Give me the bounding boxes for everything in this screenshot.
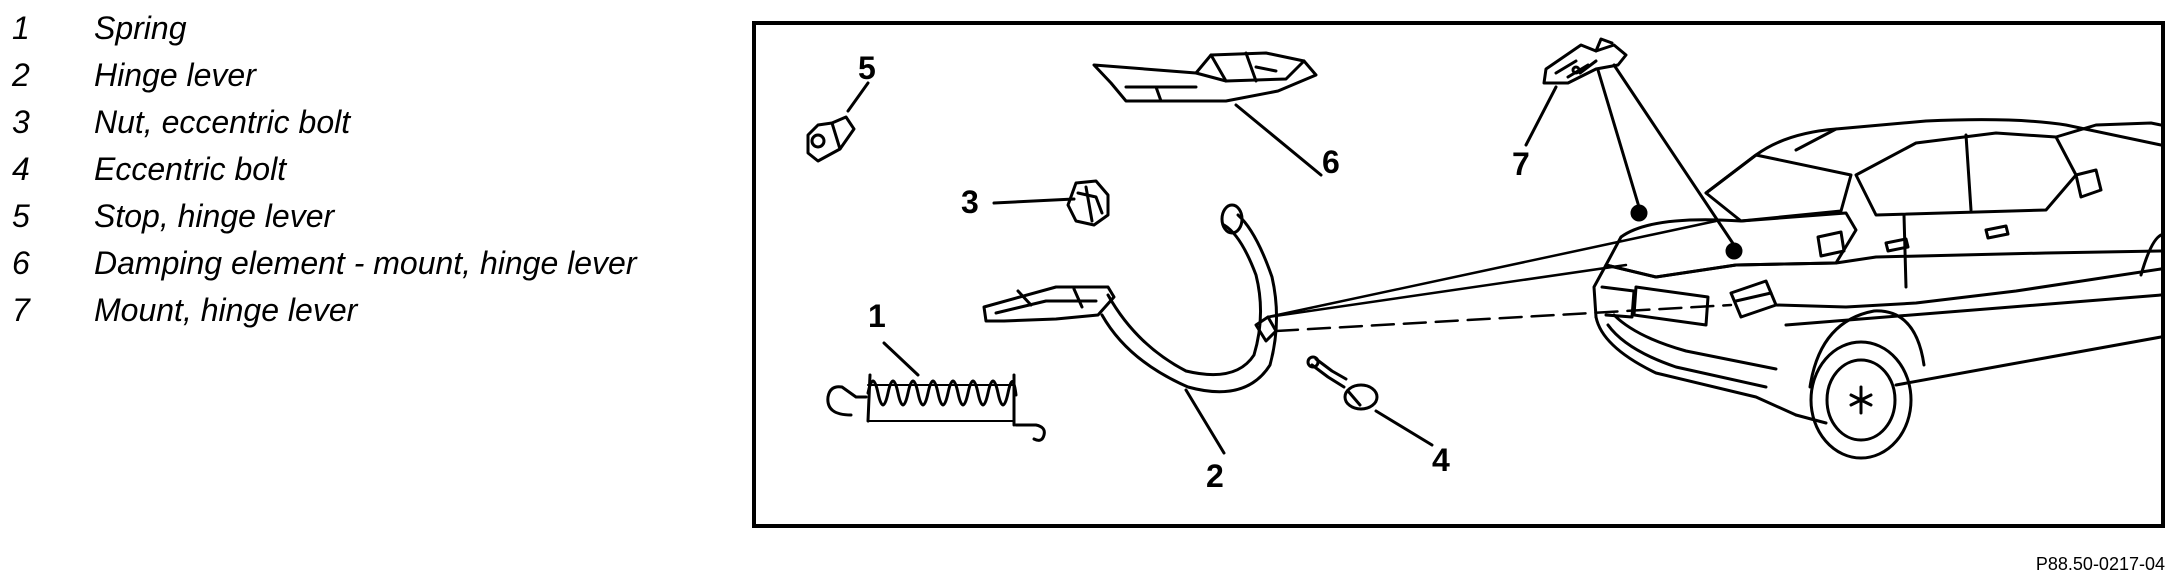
callout-7: 7 <box>1512 146 1530 182</box>
licence-plate <box>1632 285 1710 327</box>
legend-number: 1 <box>12 10 30 46</box>
exploded-diagram: 1 2 3 4 5 6 7 <box>806 37 2161 494</box>
trunk-lid <box>1604 211 1858 279</box>
legend-number: 7 <box>12 292 30 328</box>
legend-number: 5 <box>12 198 30 234</box>
car-illustration <box>1592 118 2161 460</box>
part-3-nut <box>1066 179 1110 227</box>
legend-label: Damping element - mount, hinge lever <box>94 245 637 281</box>
part-4-eccentric-bolt <box>1306 355 1379 411</box>
callout-6: 6 <box>1322 144 1340 180</box>
rear-window <box>1704 153 1853 223</box>
car-roofline <box>1704 118 2161 195</box>
legend-label: Nut, eccentric bolt <box>94 104 351 140</box>
callout-1: 1 <box>868 298 886 334</box>
rear-wheel <box>1808 309 1926 460</box>
legend-number: 6 <box>12 245 30 281</box>
part-1-spring <box>826 373 1046 442</box>
figure-reference-number: P88.50-0217-04 <box>2035 554 2165 574</box>
legend-label: Stop, hinge lever <box>94 198 335 234</box>
legend-number: 3 <box>12 104 30 140</box>
part-2-hinge-lever <box>982 203 1278 394</box>
legend-label: Mount, hinge lever <box>94 292 358 328</box>
installation-lines <box>1266 219 1733 333</box>
legend-label: Spring <box>94 10 187 46</box>
legend-label: Eccentric bolt <box>94 151 287 187</box>
callout-3: 3 <box>961 184 979 220</box>
callout-4: 4 <box>1432 442 1450 478</box>
rear-bumper <box>1594 315 1798 417</box>
callout-5: 5 <box>858 50 876 86</box>
mount-point-marker <box>1630 204 1648 222</box>
legend-number: 4 <box>12 151 30 187</box>
part-7-mount <box>1542 37 1628 85</box>
callout-2: 2 <box>1206 458 1224 494</box>
part-6-damping-element <box>1092 51 1318 103</box>
exploded-diagram-frame: 1 2 3 4 5 6 7 <box>752 21 2165 528</box>
legend-label: Hinge lever <box>94 57 256 93</box>
part-5-stop <box>806 115 856 163</box>
mount-point-marker <box>1725 242 1743 260</box>
legend-number: 2 <box>12 57 30 93</box>
